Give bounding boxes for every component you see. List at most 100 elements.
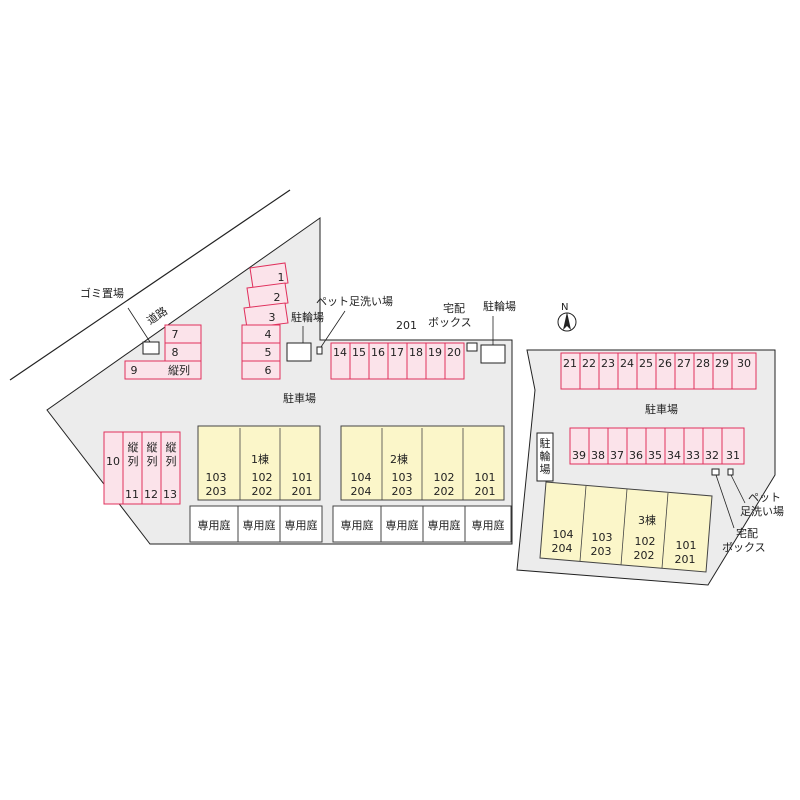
parking-num-35: 35	[648, 449, 662, 462]
parking-num-30: 30	[737, 357, 751, 370]
building-3-name: 3棟	[638, 513, 656, 527]
parking-row-14-20: 14 15 16 17 18 19 20	[330, 342, 465, 380]
parking-num-2: 2	[274, 291, 281, 304]
garden-5	[380, 505, 424, 543]
garden-label-4: 専用庭	[341, 518, 374, 532]
vertical-char: 縦	[128, 441, 139, 454]
vertical-char: 縦	[166, 441, 177, 454]
road-label: 道路	[144, 304, 170, 328]
parking-space-1	[249, 262, 289, 289]
delivery-box-right	[711, 468, 720, 476]
parking-num-16: 16	[371, 346, 385, 359]
parking-num-17: 17	[390, 346, 404, 359]
parking-num-18: 18	[409, 346, 423, 359]
garden-1	[189, 505, 239, 543]
vertical-char: 駐	[540, 436, 551, 450]
parking-9-column-label: 縦列	[168, 363, 190, 377]
parking-space-3	[243, 302, 289, 329]
parking-num-9: 9	[131, 364, 138, 377]
bike-parking-mid	[480, 344, 506, 364]
delivery-left-label-2: ボックス	[428, 316, 472, 329]
vertical-char: 輪	[540, 449, 551, 463]
garden-label-7: 専用庭	[472, 518, 505, 532]
garden-label-2: 専用庭	[243, 518, 276, 532]
parking-num-12: 12	[144, 488, 158, 501]
parking-num-39: 39	[572, 449, 586, 462]
b3-unit-1-upper: 204	[552, 542, 573, 555]
delivery-right-label-2: ボックス	[722, 541, 766, 554]
parking-space-8	[164, 342, 202, 362]
parking-num-7: 7	[172, 328, 179, 341]
b3-unit-3-lower: 102	[635, 535, 656, 548]
parking-num-34: 34	[667, 449, 681, 462]
parking-space-20	[444, 342, 465, 380]
garbage-leader	[127, 307, 153, 346]
parking-num-23: 23	[601, 357, 615, 370]
parking-num-26: 26	[658, 357, 672, 370]
b1-unit-2-lower: 102	[252, 471, 273, 484]
building-2: 2棟 104 204 103 203 102 202 101 201	[340, 425, 505, 501]
parking-num-36: 36	[629, 449, 643, 462]
parking-space-13	[160, 431, 181, 505]
pet-wash-left	[316, 346, 323, 355]
delivery-left-label-1: 宅配	[443, 301, 465, 315]
garden-7	[464, 505, 512, 543]
pet-wash-right-leader	[730, 474, 746, 504]
pet-wash-right-label-2: 足洗い場	[740, 505, 784, 518]
garden-label-1: 専用庭	[198, 518, 231, 532]
parking-num-37: 37	[610, 449, 624, 462]
parking-num-31: 31	[726, 449, 740, 462]
garden-4	[332, 505, 382, 543]
parking-num-6: 6	[265, 364, 272, 377]
garden-6	[422, 505, 466, 543]
parking-num-32: 32	[705, 449, 719, 462]
pet-wash-right	[727, 468, 734, 476]
parking-num-28: 28	[696, 357, 710, 370]
garden-row: 専用庭 専用庭 専用庭 専用庭 専用庭 専用庭 専用庭	[189, 505, 512, 543]
parking-num-1: 1	[278, 271, 285, 284]
garden-label-6: 専用庭	[428, 518, 461, 532]
parking-column-10-13: 10 11 12 13	[103, 431, 181, 505]
parking-num-22: 22	[582, 357, 596, 370]
parking-space-6	[241, 360, 281, 380]
parking-space-2	[246, 282, 289, 309]
parking-num-5: 5	[265, 346, 272, 359]
vertical-char: 列	[147, 454, 158, 468]
pet-wash-right-label-1: ペット	[748, 491, 781, 504]
parking-num-24: 24	[620, 357, 634, 370]
b2-unit-3-lower: 102	[434, 471, 455, 484]
parking-7-9: 7 8 9 縦列	[124, 324, 202, 380]
delivery-right-leader	[715, 474, 735, 529]
b3-unit-2-lower: 103	[592, 531, 613, 544]
b3-unit-1-lower: 104	[553, 528, 574, 541]
b2-unit-3-upper: 202	[434, 485, 455, 498]
delivery-box-left	[466, 342, 478, 352]
b2-unit-4-lower: 101	[475, 471, 496, 484]
north-arrow-icon: N	[557, 302, 577, 332]
vertical-char: 列	[128, 454, 139, 468]
parking-space-30	[731, 352, 757, 390]
building-1-shape	[197, 425, 321, 501]
bike-parking-left-label: 駐輪場	[291, 310, 324, 324]
building-3-shape	[539, 481, 713, 573]
b2-unit-2-lower: 103	[392, 471, 413, 484]
b3-unit-4-upper: 201	[675, 553, 696, 566]
garbage-box	[142, 341, 160, 355]
b1-unit-2-upper: 202	[252, 485, 273, 498]
garden-2	[237, 505, 281, 543]
parking-lot-label-left: 駐車場	[283, 391, 316, 405]
b1-unit-1-upper: 203	[206, 485, 227, 498]
parking-num-19: 19	[428, 346, 442, 359]
b1-unit-3-upper: 201	[292, 485, 313, 498]
parking-num-14: 14	[333, 346, 347, 359]
parking-space-31	[721, 427, 745, 465]
parking-num-10: 10	[106, 455, 120, 468]
b1-unit-1-lower: 103	[206, 471, 227, 484]
parking-num-3: 3	[269, 311, 276, 324]
parking-num-25: 25	[639, 357, 653, 370]
parking-num-27: 27	[677, 357, 691, 370]
b2-unit-4-upper: 201	[475, 485, 496, 498]
parking-lot-label-right: 駐車場	[645, 402, 678, 416]
